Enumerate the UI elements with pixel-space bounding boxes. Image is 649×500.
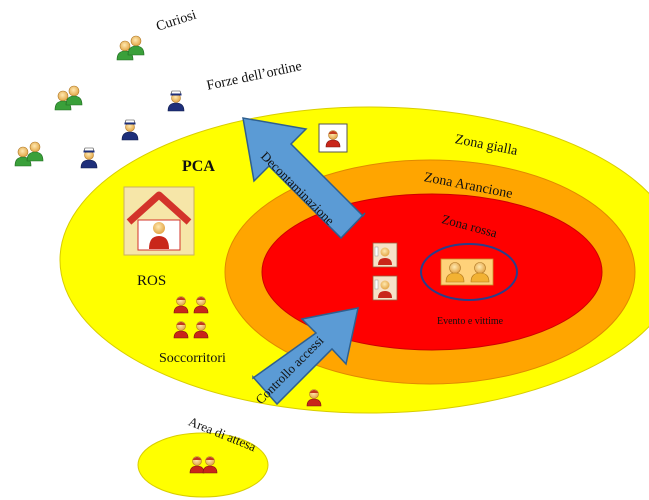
- ros-house-icon: [123, 186, 195, 256]
- pca-label: PCA: [182, 158, 215, 175]
- rescuer-framed-icon: [318, 123, 348, 153]
- curiosi-group-mid: [54, 85, 83, 111]
- access-control-arrow: [252, 307, 359, 406]
- evento-vittime-label: Evento e vittime: [437, 316, 504, 327]
- curiosi-group-left: [14, 141, 44, 167]
- medic-icon-1: [372, 242, 398, 268]
- medic-icon-2: [372, 275, 398, 301]
- curiosi-group-top: [116, 35, 145, 61]
- victims-icon: [440, 258, 494, 286]
- soccorritori-label: Soccorritori: [159, 351, 226, 366]
- ros-label: ROS: [137, 273, 167, 289]
- police-icon-3: [80, 147, 98, 169]
- police-icon-1: [167, 90, 185, 112]
- waiting-area: [137, 432, 269, 498]
- decontamination-arrow: [242, 117, 366, 240]
- police-icon-2: [121, 119, 139, 141]
